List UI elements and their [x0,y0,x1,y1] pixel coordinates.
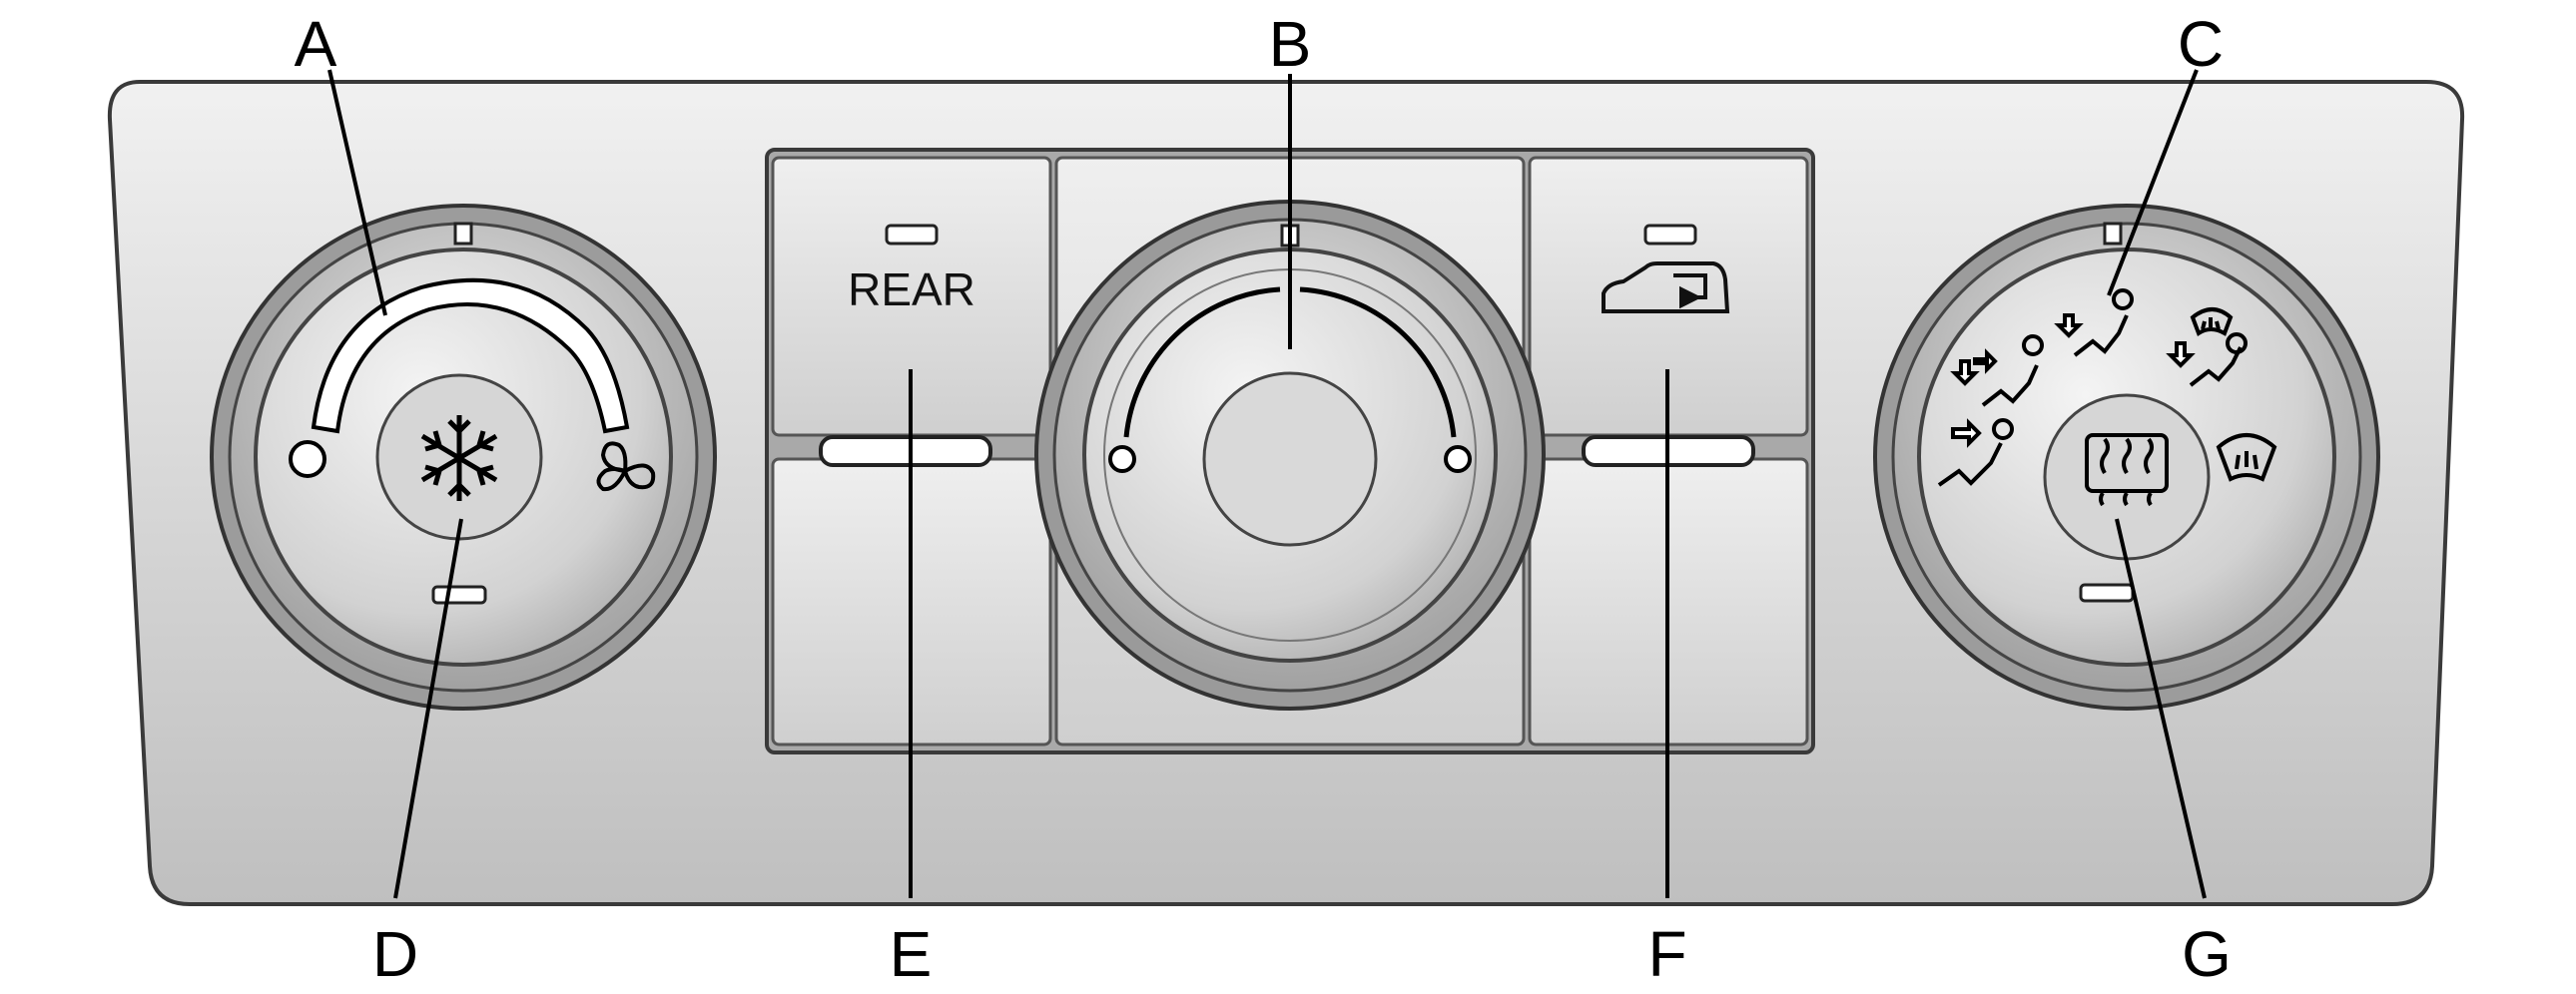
leader-line-g [2115,518,2207,899]
rear-defrost-indicator-light [2079,583,2135,603]
fan-knob-marker [453,222,473,246]
circle-icon [1444,445,1472,473]
callout-e: E [890,918,933,990]
leader-line-d [393,518,463,899]
circle-icon [1108,445,1136,473]
air-delivery-mode-knob[interactable] [1873,204,2380,711]
rear-button-label: REAR [848,263,975,315]
car-recirculation-icon [1602,261,1730,313]
rear-button-slot [819,435,992,467]
fan-speed-knob[interactable] [210,204,717,711]
callout-g: G [2182,918,2232,990]
temperature-warm-arc [1299,286,1457,438]
snowflake-icon [420,415,498,501]
callout-a: A [295,8,337,80]
rear-defrost-icon [2085,433,2169,507]
fan-speed-arc [311,277,630,434]
defrost-icon [2216,433,2277,482]
leader-line-c [2107,69,2199,296]
circle-icon [289,440,326,478]
floor-mode-icon [2054,288,2134,357]
callout-f: F [1647,918,1686,990]
vent-mode-icon [1937,418,2014,487]
temperature-knob[interactable] [1034,200,1546,711]
rear-defrost-button[interactable] [2043,393,2211,561]
ac-indicator-light [431,585,487,605]
callout-d: D [372,918,418,990]
callout-c: C [2178,8,2224,80]
temperature-cool-arc [1123,286,1281,438]
leader-lines [327,69,2207,899]
recirc-indicator-light [1643,224,1697,246]
rear-indicator-light [885,224,939,246]
temperature-knob-center [1202,371,1378,547]
leader-line-a [327,69,387,316]
bilevel-mode-icon [1950,334,2044,407]
fan-icon [596,441,656,492]
mode-knob-marker [2103,222,2123,246]
defog-mode-icon [2166,307,2248,387]
callout-b: B [1269,8,1312,80]
